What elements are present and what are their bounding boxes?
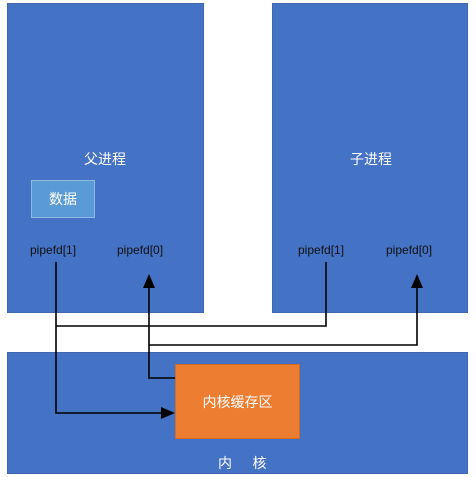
arrow-to-child-read	[411, 274, 423, 288]
parent-process-title: 父进程	[84, 152, 126, 168]
parent-read-line	[148, 288, 175, 379]
arrow-into-buffer	[161, 407, 175, 419]
arrow-to-parent-read	[143, 274, 155, 288]
parent-write-line	[55, 262, 163, 414]
child-process-box	[272, 3, 468, 313]
child-pipefd-read: pipefd[0]	[386, 243, 433, 257]
child-write-line	[56, 262, 327, 327]
kernel-buffer-box: 内核缓存区	[175, 364, 300, 439]
data-box: 数据	[31, 180, 95, 218]
data-box-label: 数据	[49, 192, 77, 208]
child-process-title: 子进程	[350, 152, 392, 168]
parent-pipefd-write: pipefd[1]	[30, 243, 77, 257]
kernel-buffer-label: 内核缓存区	[202, 394, 273, 411]
parent-pipefd-read: pipefd[0]	[117, 243, 164, 257]
parent-process-box	[7, 3, 204, 313]
child-read-line	[149, 288, 418, 346]
kernel-title: 内 核	[218, 456, 275, 472]
child-pipefd-write: pipefd[1]	[298, 243, 345, 257]
